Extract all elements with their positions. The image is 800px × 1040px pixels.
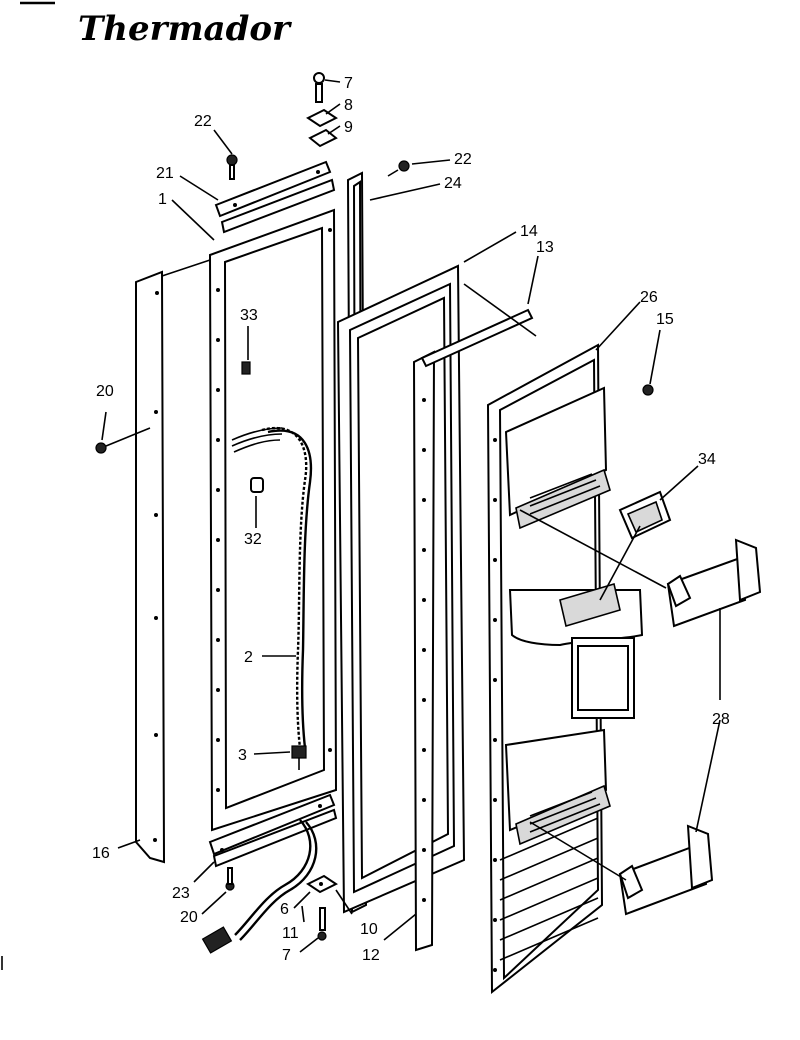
- callout-34: 34: [698, 451, 716, 468]
- callout-28: 28: [712, 711, 730, 728]
- callout-7: 7: [344, 75, 353, 92]
- callout-12: 12: [362, 947, 380, 964]
- part-34-dispenser-cup: [618, 490, 672, 540]
- callout-labels: 7 8 9 22 22 21 24 1 14 13 26 15 33 20 34…: [92, 75, 730, 964]
- callout-22: 22: [194, 113, 212, 130]
- callout-22: 22: [454, 151, 472, 168]
- part-10-door-gasket: [336, 264, 466, 914]
- part-6-bottom-hinge: [306, 874, 338, 894]
- callout-20: 20: [180, 909, 198, 926]
- callout-10: 10: [360, 921, 378, 938]
- part-28-door-bin-upper: [666, 538, 762, 628]
- callout-13: 13: [536, 239, 554, 256]
- part-2-heater-wire: [231, 427, 313, 749]
- callout-8: 8: [344, 97, 353, 114]
- callout-3: 3: [238, 747, 247, 764]
- part-1-door-frame: [208, 208, 338, 832]
- callout-11: 11: [282, 925, 299, 942]
- parts-7-8-9-top-hinge: [306, 72, 338, 148]
- part-20-screw-upper: [95, 427, 151, 454]
- callout-16: 16: [92, 845, 110, 862]
- callout-14: 14: [520, 223, 538, 240]
- callout-26: 26: [640, 289, 658, 306]
- part-23-bottom-bracket: [208, 793, 338, 868]
- part-22-screws: [226, 154, 410, 180]
- part-16-side-panel: [135, 270, 166, 864]
- callout-9: 9: [344, 119, 353, 136]
- part-11-water-tube: [201, 819, 318, 954]
- callout-1: 1: [158, 191, 167, 208]
- callout-15: 15: [656, 311, 674, 328]
- part-26-door-liner: [486, 343, 644, 995]
- part-33-clip: [241, 361, 251, 375]
- callout-24: 24: [444, 175, 462, 192]
- part-15-screw: [642, 384, 654, 396]
- part-7-screw-lower: [317, 907, 327, 941]
- part-12-liner-strip: [412, 350, 436, 952]
- callout-7: 7: [282, 947, 291, 964]
- thermador-logo: Thermador: [78, 9, 292, 49]
- part-20-screw-lower: [225, 867, 235, 891]
- callout-2: 2: [244, 649, 253, 666]
- callout-23: 23: [172, 885, 190, 902]
- part-28-door-bin-lower: [618, 824, 714, 916]
- callout-20: 20: [96, 383, 114, 400]
- part-21-hinge-bracket: [214, 160, 336, 234]
- leader-lines: [101, 79, 721, 953]
- callout-32: 32: [244, 531, 262, 548]
- part-13-top-strip: [420, 308, 534, 368]
- part-3-fitting: [291, 745, 307, 770]
- part-32-connector: [250, 477, 264, 493]
- callout-33: 33: [240, 307, 258, 324]
- callout-21: 21: [156, 165, 174, 182]
- callout-6: 6: [280, 901, 289, 918]
